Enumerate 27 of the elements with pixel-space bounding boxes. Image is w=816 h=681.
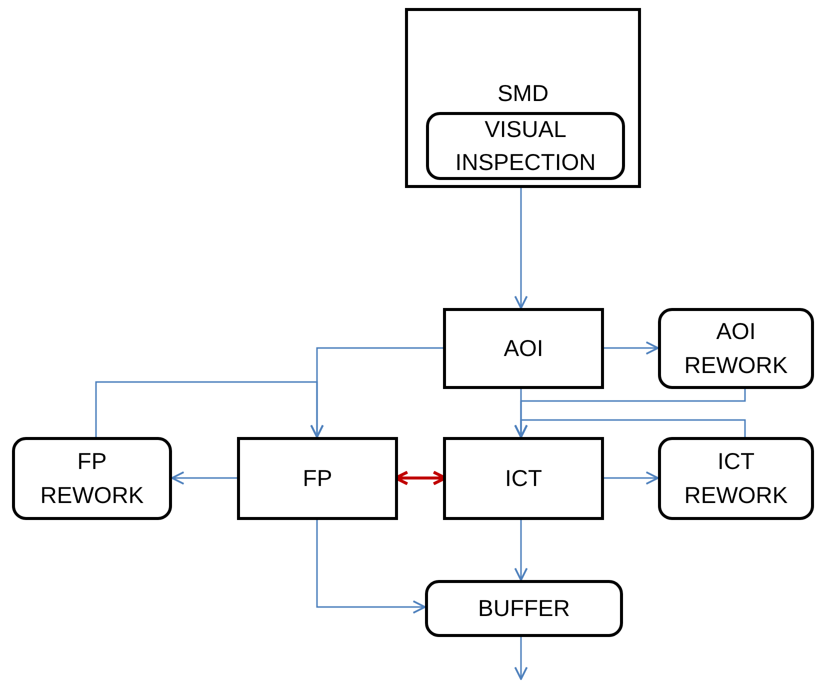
node-label: BUFFER: [478, 594, 570, 623]
node-label: SMD: [497, 81, 549, 106]
arrow: [514, 188, 528, 309]
process-box: [425, 580, 623, 637]
arrow: [604, 341, 659, 355]
node-label: ICT: [504, 464, 542, 493]
arrow: [514, 520, 528, 581]
process-box: [658, 308, 814, 389]
node-label: ICT REWORK: [683, 447, 789, 510]
arrow: [514, 637, 528, 680]
node-label: AOI: [504, 334, 544, 363]
process-box: [237, 437, 398, 520]
process-box: [426, 112, 625, 180]
node-label: VISUAL INSPECTION: [454, 114, 597, 177]
process-box: [658, 437, 814, 520]
arrow: [95, 381, 324, 438]
node-label: FP: [302, 464, 332, 493]
process-frame: [405, 8, 641, 188]
arrow: [316, 520, 426, 614]
process-box: [443, 437, 604, 520]
node-label: FP REWORK: [39, 447, 145, 510]
arrow: [171, 471, 237, 485]
node-label: AOI REWORK: [683, 317, 789, 380]
arrow: [514, 419, 746, 438]
process-box: [443, 308, 604, 389]
process-box: [12, 437, 172, 520]
arrow: [604, 471, 659, 485]
